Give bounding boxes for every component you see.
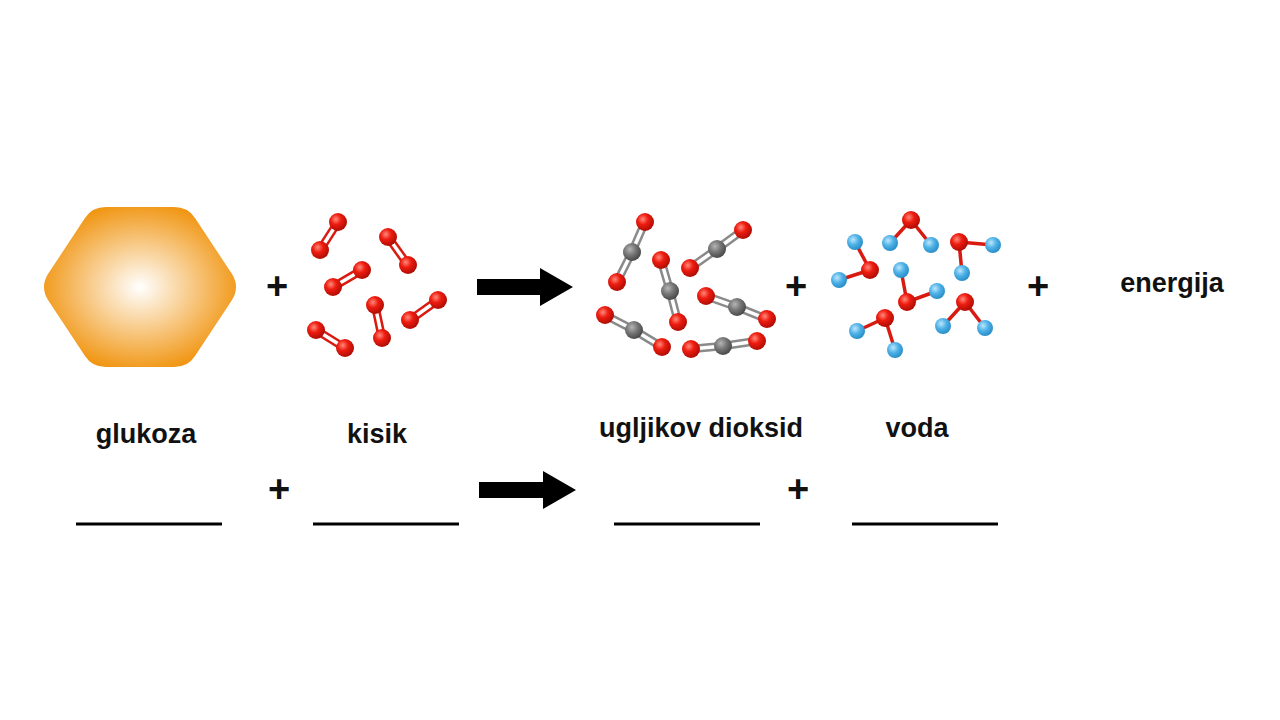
plus-sign: + (266, 264, 288, 310)
answer-blank (76, 523, 998, 526)
water-molecules (831, 211, 1001, 358)
plus-sign: + (268, 467, 290, 513)
plus-sign: + (1027, 264, 1049, 310)
oxygen-molecules (307, 213, 447, 357)
product-label: voda (885, 412, 948, 444)
glucose-hexagon (44, 207, 236, 367)
plus-sign: + (787, 467, 809, 513)
product-label: energija (1120, 267, 1224, 299)
reactant-label: kisik (347, 418, 407, 450)
carbon-dioxide-molecules (596, 213, 776, 358)
product-label: ugljikov dioksid (599, 412, 803, 444)
plus-sign: + (785, 264, 807, 310)
reactant-label: glukoza (96, 418, 197, 450)
reaction-arrow (477, 268, 576, 509)
